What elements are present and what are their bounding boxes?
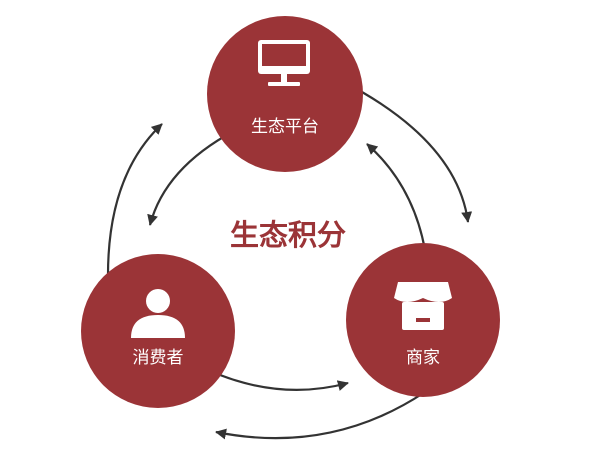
node-merchant: 商家 [346, 243, 500, 397]
storefront-icon [394, 282, 452, 330]
center-label: 生态积分 [230, 218, 346, 252]
arrow-merchant-to-platform [366, 143, 427, 251]
node-platform: 生态平台 [207, 16, 363, 172]
arrow-consumer-to-merchant [219, 373, 349, 391]
arrow-platform-to-merchant [361, 91, 473, 223]
monitor-icon [258, 40, 310, 86]
arrow-platform-to-consumer [147, 130, 235, 226]
node-platform-label: 生态平台 [251, 117, 319, 137]
node-consumer-label: 消费者 [133, 348, 184, 368]
node-merchant-label: 商家 [406, 348, 440, 368]
arrow-merchant-to-consumer [215, 391, 426, 440]
node-consumer: 消费者 [81, 254, 235, 408]
node-platform-circle [207, 16, 363, 172]
person-icon [131, 289, 185, 338]
arrow-consumer-to-platform [106, 123, 163, 276]
